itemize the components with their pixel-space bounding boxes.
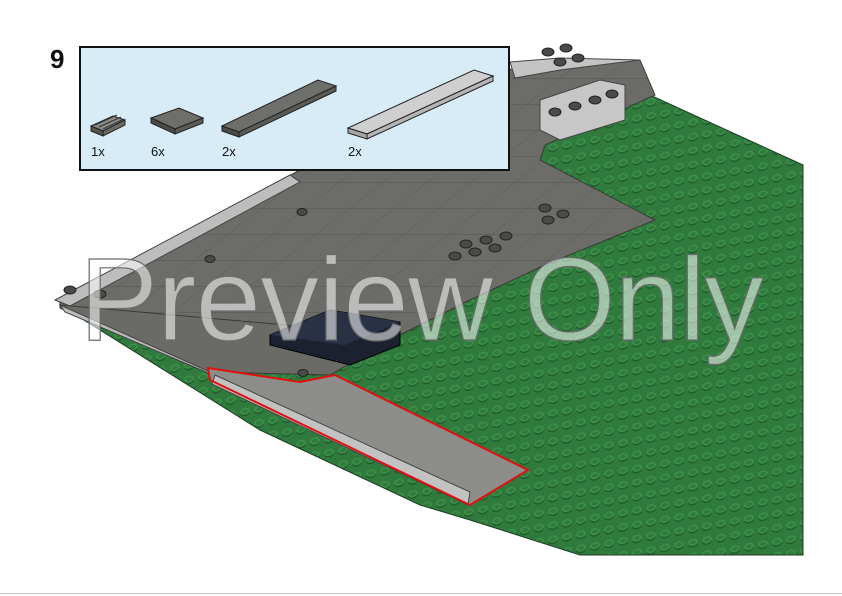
parts-callout: 1x 6x 2x 2x xyxy=(79,46,510,171)
preview-watermark: Preview Only xyxy=(79,233,764,366)
black-bricks xyxy=(269,309,401,366)
part-qty-square-tile: 6x xyxy=(151,144,165,159)
light-gray-brick-top xyxy=(539,79,626,141)
part-qty-long-tile-light: 2x xyxy=(348,144,362,159)
long-tile-light-icon xyxy=(346,69,495,140)
part-qty-long-tile-dark: 2x xyxy=(222,144,236,159)
new-tiles-highlight xyxy=(206,366,531,507)
studs xyxy=(63,43,619,377)
parts-illustrations xyxy=(89,69,495,140)
page-divider xyxy=(0,593,842,594)
long-tile-dark-icon xyxy=(220,79,338,138)
step-number: 9 xyxy=(50,44,65,74)
square-tile-icon xyxy=(149,107,205,135)
light-gray-curb xyxy=(53,57,641,379)
grille-tile-icon xyxy=(89,114,127,137)
part-qty-grille-tile: 1x xyxy=(91,144,105,159)
